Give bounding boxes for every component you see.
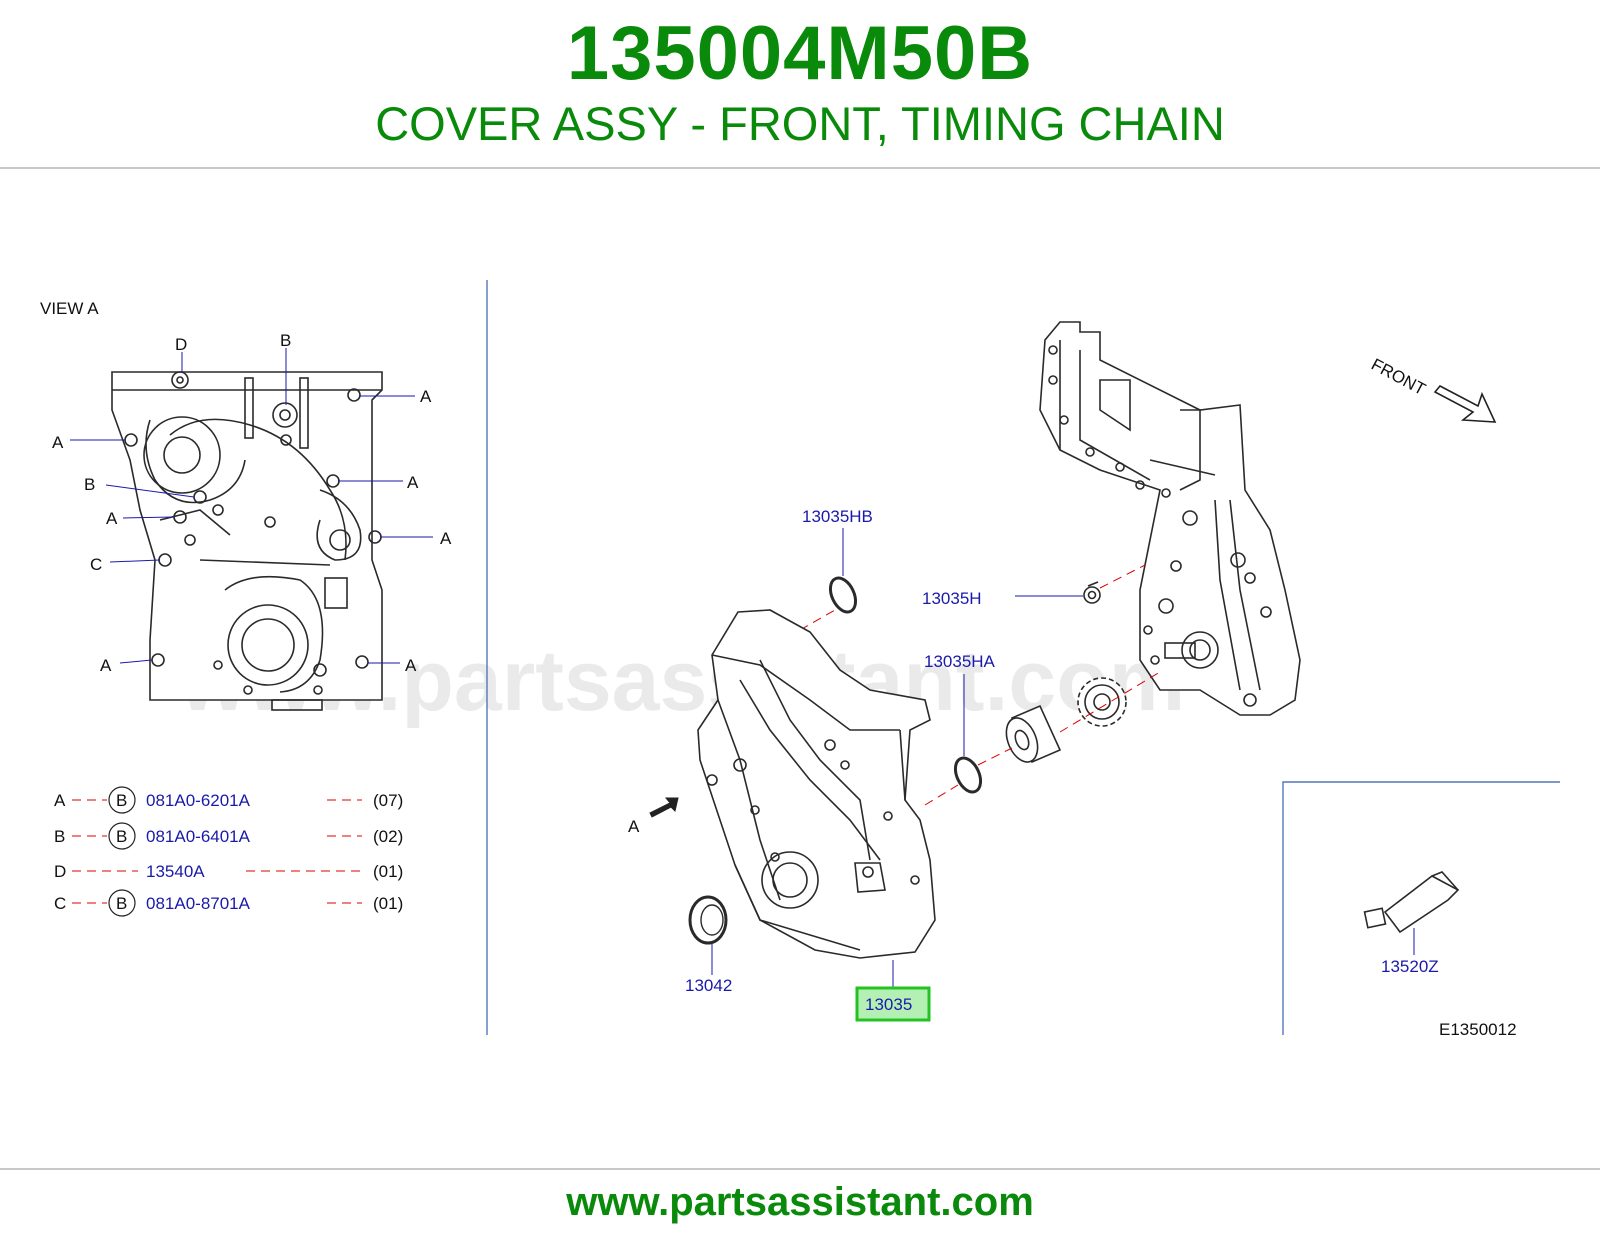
- page-header: 135004M50B COVER ASSY - FRONT, TIMING CH…: [0, 0, 1600, 170]
- header-divider: [0, 167, 1600, 169]
- view-a-letter-a-1: A: [420, 387, 432, 406]
- fastener-part-link[interactable]: 13540A: [146, 862, 205, 881]
- fastener-circle-marker: [108, 822, 136, 850]
- view-a-letter-d: D: [175, 335, 187, 354]
- engine-block-drawing: [1039, 321, 1301, 716]
- view-a-letter-a-7: A: [405, 656, 417, 675]
- parts-diagram: www.partsassistant.com VIEW A: [40, 280, 1560, 1039]
- view-a-letter-a-6: A: [100, 656, 112, 675]
- front-cover-drawing: [697, 609, 936, 959]
- view-a-letter-a-4: A: [106, 509, 118, 528]
- view-a-letter-c: C: [90, 555, 102, 574]
- view-a-letter-a-5: A: [440, 529, 452, 548]
- front-label: FRONT: [1368, 355, 1429, 399]
- fastener-row: D 13540A (01): [54, 862, 403, 881]
- view-a-cover-drawing: [111, 371, 383, 711]
- front-arrow-icon: [1433, 384, 1497, 423]
- fastener-row: B B 081A0-6401A (02): [54, 822, 403, 850]
- fastener-ref: B: [54, 827, 65, 846]
- fastener-ref: D: [54, 862, 66, 881]
- fastener-table: A B 081A0-6201A (07) B B 081A0-6401A (02…: [54, 786, 403, 917]
- callout-13035HA[interactable]: 13035HA: [924, 652, 996, 671]
- fastener-circle-marker: [108, 786, 136, 814]
- seal-13035HB-drawing: [828, 576, 858, 614]
- callout-13035[interactable]: 13035: [865, 995, 912, 1014]
- fastener-part-link[interactable]: 081A0-8701A: [146, 894, 251, 913]
- callout-highlight-box: [855, 986, 931, 1022]
- sealant-box-border: [1282, 781, 1560, 1035]
- sprocket-drawing: [1077, 677, 1127, 727]
- fastener-circle-marker: [108, 889, 136, 917]
- callout-13035HB[interactable]: 13035HB: [802, 507, 873, 526]
- fastener-circle-letter: B: [116, 827, 127, 846]
- fastener-part-link[interactable]: 081A0-6201A: [146, 791, 251, 810]
- view-a-direction-arrow-icon: [649, 797, 679, 818]
- footer-divider: [0, 1168, 1600, 1170]
- part-description: COVER ASSY - FRONT, TIMING CHAIN: [375, 97, 1225, 150]
- fastener-ref: A: [54, 791, 66, 810]
- exploded-view: FRONT 13035H 13035HB: [628, 321, 1517, 1039]
- fastener-row: A B 081A0-6201A (07): [54, 786, 403, 814]
- drawing-code: E1350012: [1439, 1020, 1517, 1039]
- view-a-letter-b-top: B: [280, 331, 291, 350]
- fastener-circle-letter: B: [116, 894, 127, 913]
- view-a-letter-a-3: A: [407, 473, 419, 492]
- oil-seal-drawing: [688, 895, 728, 945]
- view-a-panel: VIEW A: [40, 299, 452, 711]
- callout-13035H[interactable]: 13035H: [922, 589, 982, 608]
- footer-site-url[interactable]: www.partsassistant.com: [566, 1180, 1034, 1224]
- part-number-title: 135004M50B: [566, 11, 1034, 96]
- fastener-part-link[interactable]: 081A0-6401A: [146, 827, 251, 846]
- callout-13042[interactable]: 13042: [685, 976, 732, 995]
- fastener-qty: (02): [373, 827, 403, 846]
- seal-13035HA-drawing: [953, 756, 983, 794]
- view-a-letter-b-left: B: [84, 475, 95, 494]
- view-a-title: VIEW A: [40, 299, 99, 318]
- spacer-drawing: [1005, 704, 1062, 764]
- callout-13520Z[interactable]: 13520Z: [1381, 957, 1439, 976]
- fastener-ref: C: [54, 894, 66, 913]
- fastener-qty: (01): [373, 862, 403, 881]
- fastener-circle-letter: B: [116, 791, 127, 810]
- plug-part-drawing: [1083, 581, 1101, 604]
- fastener-row: C B 081A0-8701A (01): [54, 889, 403, 917]
- view-a-letter-a-2: A: [52, 433, 64, 452]
- arrow-a-label: A: [628, 817, 640, 836]
- sealant-tube-drawing: [1363, 871, 1460, 934]
- fastener-qty: (07): [373, 791, 403, 810]
- fastener-qty: (01): [373, 894, 403, 913]
